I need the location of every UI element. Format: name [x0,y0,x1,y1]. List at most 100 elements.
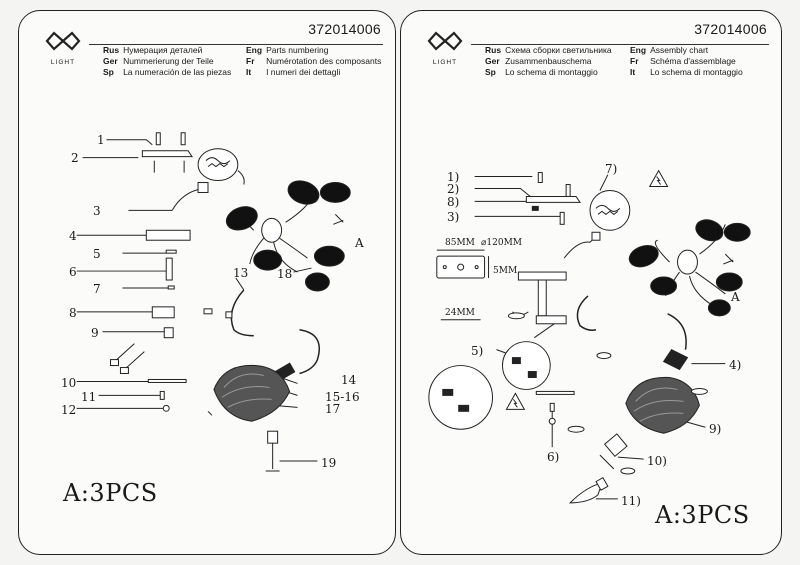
lang-code-fr: Fr [630,56,639,66]
quantity-label: A:3PCS [655,501,750,529]
brand-word: LIGHT [432,59,458,66]
chandelier-sketch [628,219,751,317]
document-number: 372014006 [694,21,767,37]
rod-icon [147,378,187,383]
lang-title-sp: La numeración de las piezas [123,67,232,77]
curved-arm-icon [230,289,254,337]
lang-title-eng: Assembly chart [650,45,709,55]
glass-shade-icon [625,376,700,434]
disc-icons [507,312,708,475]
screw-icon [155,132,186,146]
callout-11: 11) [621,494,641,508]
callout-7: 7 [93,282,101,296]
callout-4: 4) [729,358,742,372]
tube-icon [165,257,173,281]
lang-code-ger: Ger [485,56,500,66]
lang-title-ger: Zusammenbauschema [505,56,592,66]
lang-title-fr: Numérotation des composants [266,56,382,66]
callout-11: 11 [81,390,97,404]
leader-line-2 [474,187,531,197]
callout-17: 17 [325,402,341,416]
lang-code-ger: Ger [103,56,118,66]
leader-line-7 [599,174,609,191]
callout-15-16: 15-16 [325,390,360,404]
callout-14: 14 [341,373,357,387]
ball-icon [162,404,170,412]
mounting-bar-icon [141,150,194,173]
pin-icon [549,402,555,412]
callout-8: 8 [69,306,77,320]
magnified-connector-detail [428,323,555,430]
cap-icon [151,306,175,319]
callout-6: 6 [69,265,77,279]
assembly-illustration [428,169,751,504]
lang-title-fr: Schéma d'assemblage [650,56,736,66]
left-page-parts-numbering: LIGHT 372014006 Rus Нумерация деталей En… [18,10,396,555]
candle-bulb-icon [568,476,609,504]
leader-line-13 [235,277,245,291]
pin-icon [159,390,165,400]
callout-18: 18 [277,267,293,281]
callout-2: 2) [447,182,460,196]
dim-85mm: 85MM [445,238,475,248]
leader-line-10 [617,456,644,460]
brand-logo-icon [45,31,81,51]
callout-13: 13 [233,266,249,280]
lang-code-it: It [630,67,636,77]
chandelier-sketch [225,180,351,292]
lang-title-eng: Parts numbering [266,45,329,55]
lang-code-sp: Sp [485,67,496,77]
dim-5mm: 5MM [493,266,518,276]
socket-arm-icon [576,295,689,371]
ceiling-plate-icon [197,148,245,185]
language-titles: Rus Схема сборки светильника Eng Assembl… [485,45,771,77]
lang-code-eng: Eng [630,45,647,55]
dim-24mm: 24MM [445,308,475,318]
bulb-holder-icon [599,433,628,470]
lang-code-sp: Sp [103,67,114,77]
ceiling-plate-icon [589,189,631,231]
callout-10: 10) [647,454,667,468]
callout-9: 9 [91,326,99,340]
brand-logo-icon [427,31,463,51]
callout-1: 1) [447,170,460,184]
brand-logo: LIGHT [43,29,83,66]
header-divider [89,44,383,45]
callout-7: 7) [605,162,618,176]
callout-19: 19 [321,456,337,470]
lang-title-it: I numeri dei dettagli [266,67,341,77]
glass-shade-icon [207,364,291,422]
callout-4: 4 [69,229,77,243]
brand-logo: LIGHT [425,29,465,66]
washer-icon [165,249,177,254]
mounting-parts-icon [525,172,581,225]
parts-illustration [76,132,351,472]
socket-icon [271,329,321,383]
lang-title-it: Lo schema di montaggio [650,67,743,77]
right-page-assembly-chart: LIGHT 372014006 Rus Схема сборки светиль… [400,10,782,555]
language-titles: Rus Нумерация деталей Eng Parts numberin… [103,45,385,77]
bulb-holder-icon [265,430,280,472]
wire-arm-icon [563,235,597,259]
lang-code-fr: Fr [246,56,255,66]
callout-3: 3) [447,210,460,224]
dim-120mm: ⌀120MM [481,238,523,248]
callout-a: A [731,290,740,304]
canopy-icon [145,229,191,241]
header-divider [471,44,769,45]
lang-title-ger: Nummerierung der Teile [123,56,214,66]
leader-line-1 [106,139,153,146]
callout-5: 5 [93,247,101,261]
callout-9: 9) [709,422,722,436]
callout-6: 6) [547,450,560,464]
callout-8: 8) [447,195,460,209]
callout-1: 1 [97,133,105,147]
connector-icon [110,327,174,375]
ball-icon [548,417,556,425]
document-number: 372014006 [308,21,381,37]
wire-arm-icon [171,182,209,211]
brand-word: LIGHT [50,59,76,66]
nut-icon [167,285,175,290]
lang-title-sp: Lo schema di montaggio [505,67,598,77]
small-cap-icon [203,308,213,315]
